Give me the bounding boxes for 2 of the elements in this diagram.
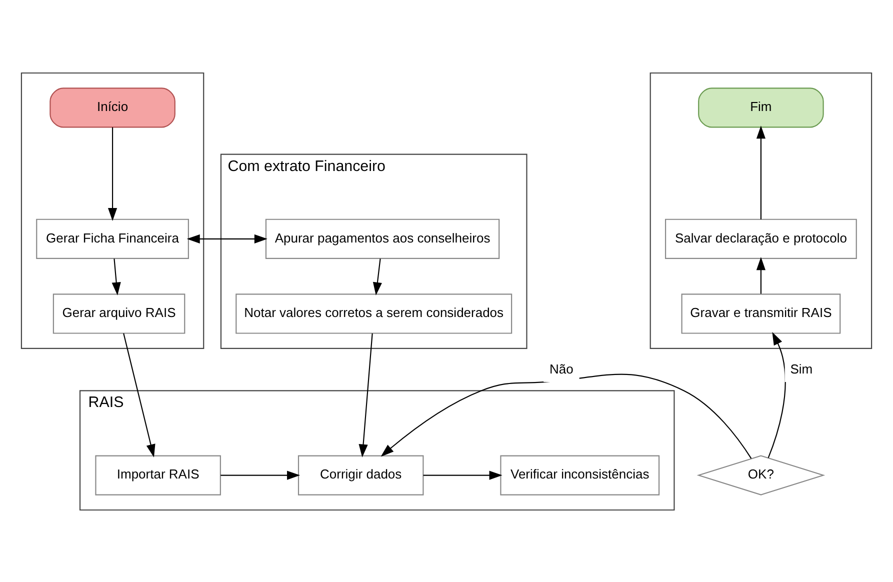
edge-label: Não [550,360,574,376]
edge-label: Sim [790,360,813,376]
